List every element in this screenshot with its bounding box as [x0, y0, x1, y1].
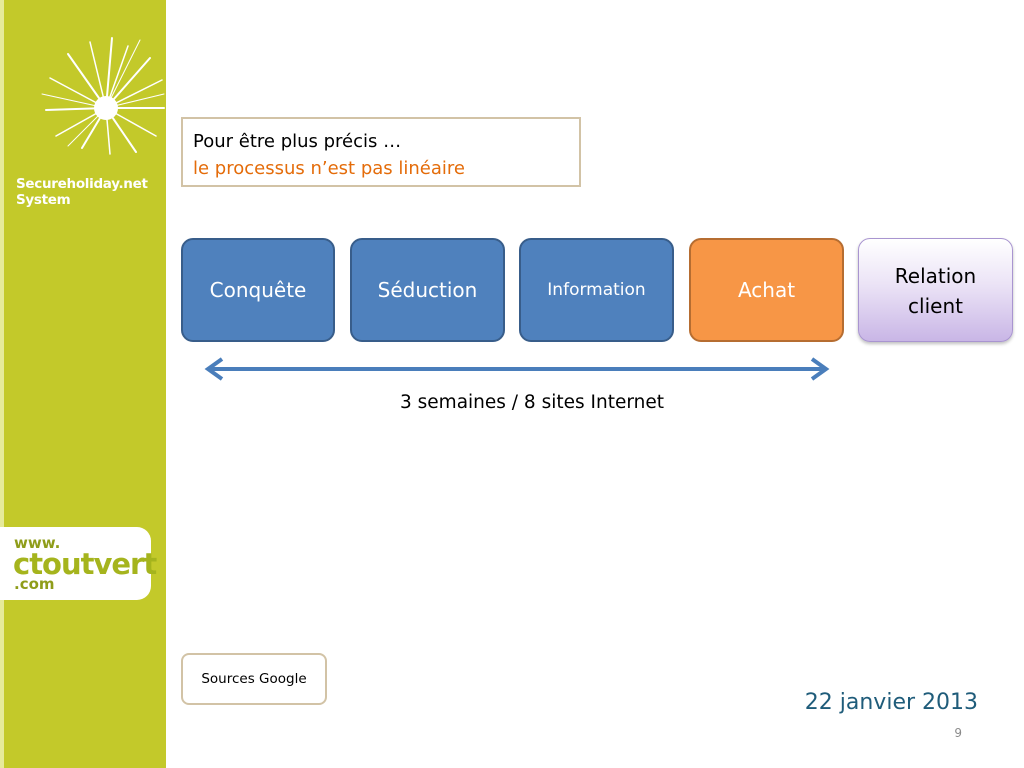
- logo-name: ctoutvert: [13, 547, 157, 581]
- ctoutvert-logo[interactable]: www. ctoutvert .com: [0, 527, 157, 600]
- step-label: Conquête: [209, 278, 307, 302]
- callout-line-1: Pour être plus précis …: [193, 131, 402, 152]
- step-conquete[interactable]: Conquête: [181, 238, 335, 342]
- starburst-icon: [41, 37, 165, 155]
- slide-date: 22 janvier 2013: [804, 690, 978, 715]
- step-seduction[interactable]: Séduction: [350, 238, 505, 342]
- page-number: 9: [954, 726, 962, 740]
- brand-text: Secureholiday.net System: [16, 176, 148, 208]
- sources-label: Sources Google: [201, 671, 307, 687]
- double-arrow-icon: [204, 357, 830, 381]
- step-label: Information: [547, 280, 646, 300]
- step-label-line-2: client: [908, 294, 963, 318]
- sidebar: Secureholiday.net System www. ctoutvert …: [0, 0, 166, 768]
- step-information[interactable]: Information: [519, 238, 674, 342]
- brand-line-2: System: [16, 192, 71, 208]
- brand-line-1: Secureholiday.net: [16, 176, 148, 192]
- step-label-line-1: Relation: [894, 264, 977, 288]
- step-label: Séduction: [377, 278, 478, 302]
- step-relation-client[interactable]: Relation client: [858, 238, 1013, 342]
- step-achat[interactable]: Achat: [689, 238, 844, 342]
- logo-com: .com: [14, 575, 55, 593]
- duration-caption: 3 semaines / 8 sites Internet: [400, 392, 664, 413]
- sidebar-edge-line: [0, 0, 4, 768]
- step-label: Achat: [737, 278, 796, 302]
- logo-www: www.: [14, 534, 61, 552]
- sources-box: Sources Google: [181, 653, 327, 705]
- callout-line-2: le processus n’est pas linéaire: [193, 158, 465, 179]
- callout-box: Pour être plus précis … le processus n’e…: [181, 117, 581, 187]
